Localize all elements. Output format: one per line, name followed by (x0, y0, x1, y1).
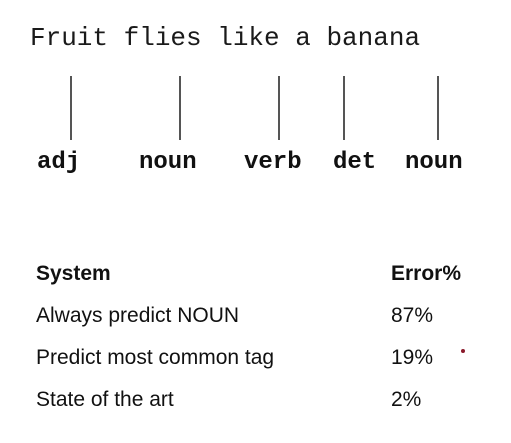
system-name: Always predict NOUN (36, 304, 240, 327)
connector-line-banana (437, 76, 439, 140)
connector-line-flies (179, 76, 181, 140)
table-row: State of the art 2% (36, 388, 486, 430)
pos-tag-verb: verb (244, 149, 302, 176)
system-name: State of the art (36, 388, 174, 411)
column-header-system: System (36, 262, 111, 285)
error-rate: 87% (391, 304, 434, 327)
column-header-error: Error% (391, 262, 462, 285)
table-header-row: System Error% (36, 262, 486, 304)
connector-line-like (278, 76, 280, 140)
pos-tag-adj: adj (37, 149, 81, 176)
pos-tag-det: det (333, 149, 377, 176)
system-name: Predict most common tag (36, 346, 275, 369)
table-row: Predict most common tag 19% (36, 346, 486, 388)
table-row: Always predict NOUN 87% (36, 304, 486, 346)
connector-line-fruit (70, 76, 72, 140)
example-sentence: Fruit flies like a banana (30, 23, 421, 53)
decorative-dot (461, 349, 465, 353)
pos-tag-noun: noun (139, 149, 197, 176)
pos-tag-noun-2: noun (405, 149, 463, 176)
results-table: System Error% Always predict NOUN 87% Pr… (36, 262, 486, 430)
connector-line-a (343, 76, 345, 140)
error-rate: 2% (391, 388, 422, 411)
error-rate: 19% (391, 346, 434, 369)
